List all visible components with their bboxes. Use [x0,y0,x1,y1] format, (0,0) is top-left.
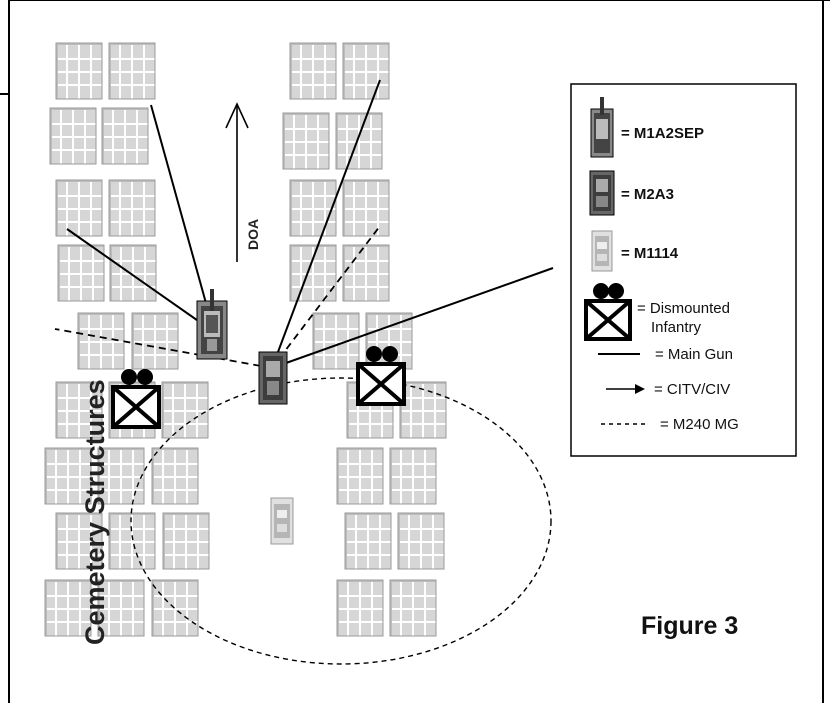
legend: = M1A2SEP = M2A3 = M1114 = Dismounted In… [570,83,797,457]
cemetery-block [289,179,337,237]
cemetery-block [335,112,383,170]
legend-label-main-gun: = Main Gun [655,346,733,363]
doa-arrow [225,102,249,262]
cemetery-block [336,579,384,637]
figure-label: Figure 3 [641,612,738,640]
cemetery-block [161,381,209,439]
legend-bradley-icon [589,170,615,216]
main-gun-lines [66,79,554,369]
cemetery-block [109,244,157,302]
cemetery-block [336,447,384,505]
cemetery-block [151,579,199,637]
cemetery-block [151,447,199,505]
cemetery-block [342,42,390,100]
cemetery-block [312,312,360,370]
legend-humvee-icon [591,230,613,272]
cemetery-block [49,107,97,165]
legend-tank-icon [590,97,614,158]
cemetery-block [55,42,103,100]
cemetery-block [282,112,330,170]
legend-label-m240: = M240 MG [660,416,739,433]
legend-label-infantry: Infantry [651,319,702,336]
m1a2sep-vehicle [196,289,228,360]
cemetery-block [289,42,337,100]
cemetery-block [289,244,337,302]
cemetery-block [108,512,156,570]
cemetery-block [342,179,390,237]
cemetery-block [57,244,105,302]
cemetery-block [344,512,392,570]
infantry-symbol-left [111,369,161,429]
m1114-vehicle [270,497,294,545]
legend-label-m1114: = M1114 [621,245,679,262]
cemetery-block [342,244,390,302]
cemetery-block [108,179,156,237]
legend-label-m2a3: = M2A3 [621,186,674,203]
cemetery-block [55,179,103,237]
cemetery-block [397,512,445,570]
legend-infantry-icon [584,283,632,341]
doa-label: DOA [245,219,261,250]
m240-lines [54,225,381,369]
cemetery-block [399,381,447,439]
cemetery-block [131,312,179,370]
legend-label-citv: = CITV/CIV [654,381,730,398]
m2a3-vehicle [258,351,288,405]
legend-arrow-line-symbol [606,384,645,394]
legend-label-dismounted: = Dismounted [637,300,730,317]
cemetery-block [389,447,437,505]
m240-coverage-circle [130,377,552,665]
infantry-symbol-right [356,346,406,406]
cemetery-block [389,579,437,637]
cemetery-block [108,42,156,100]
cemetery-block [101,107,149,165]
legend-label-m1a2sep: = M1A2SEP [621,125,704,142]
area-label: Cemetery Structures [80,379,110,645]
cemetery-block [162,512,210,570]
